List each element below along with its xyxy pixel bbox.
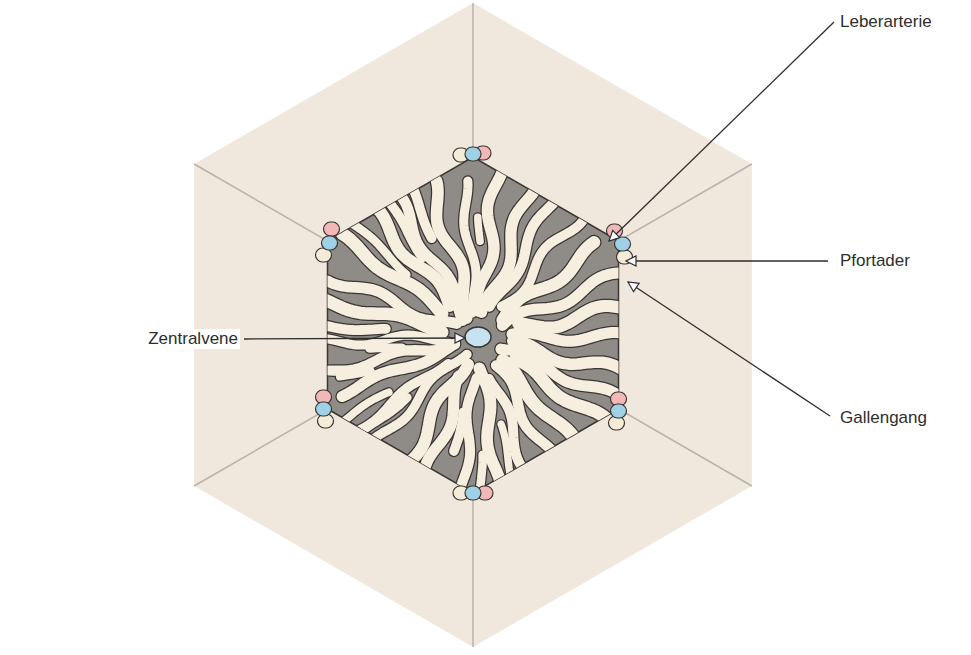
portal-triads: [316, 146, 633, 500]
sinusoid: [518, 302, 661, 327]
vessel: [610, 404, 626, 418]
vessel: [465, 486, 481, 500]
leader-line: [609, 22, 834, 241]
sinusoid: [330, 348, 448, 371]
sinusoid: [414, 189, 432, 238]
neighbour-lobules: [194, 3, 752, 647]
leader-line: [628, 282, 830, 416]
sinusoid: [324, 335, 448, 345]
sinusoids: [318, 161, 661, 511]
vessel: [465, 147, 481, 161]
vessel: [614, 237, 630, 251]
sinusoid: [324, 335, 448, 345]
part-label: Leberarterie: [838, 12, 934, 32]
sinusoid: [478, 217, 480, 241]
leader-line: [626, 260, 828, 261]
leader-lines: [244, 22, 834, 416]
sinusoid: [478, 217, 480, 241]
vessel: [322, 236, 338, 250]
central-vein: [465, 327, 491, 347]
lobule-borders: [194, 3, 752, 647]
vessel: [316, 402, 332, 416]
sinusoid: [501, 424, 515, 491]
vessel: [616, 250, 632, 264]
part-label: Zentralvene: [146, 329, 240, 349]
sinusoid: [318, 324, 386, 330]
sinusoid: [502, 272, 627, 325]
sinusoid: [318, 324, 386, 330]
part-label: Gallengang: [838, 408, 929, 428]
leader-line: [244, 338, 465, 339]
part-label: Pfortader: [838, 251, 912, 271]
vessel: [324, 222, 340, 236]
